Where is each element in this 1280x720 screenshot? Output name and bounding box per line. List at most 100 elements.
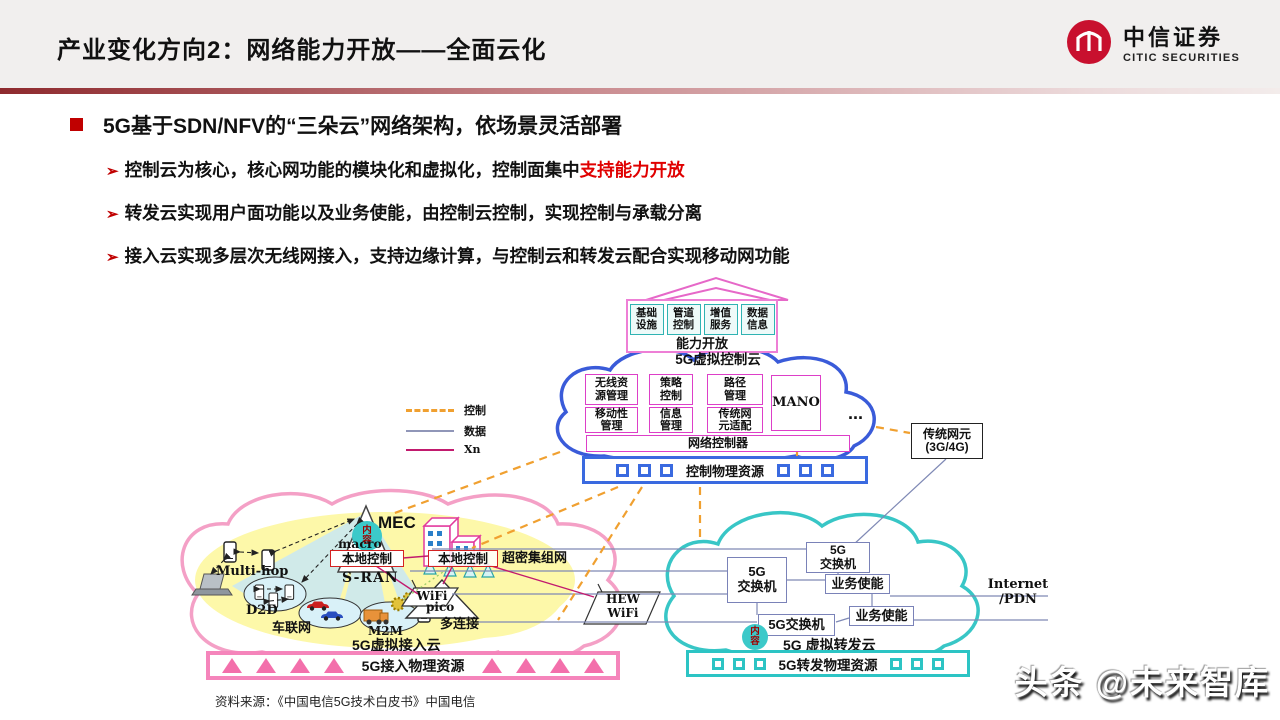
macro-label: macro (338, 536, 382, 551)
truck-icon (363, 609, 389, 625)
legend-data: 数据 (406, 423, 486, 439)
bullet-square-icon (70, 118, 83, 131)
switch-box-main: 5G 交换机 (727, 557, 787, 603)
resource-triangle-icon (255, 658, 276, 673)
logo-cn: 中信证券 (1123, 25, 1224, 50)
switch-box-top: 5G 交换机 (806, 542, 870, 573)
d2d-label: D2D (246, 603, 278, 618)
dense-network-label: 超密集组网 (502, 550, 568, 565)
access-physical-resource-bar: 5G接入物理资源 (206, 651, 620, 680)
legend-control: 控制 (406, 402, 486, 418)
content-cache-badge: 内 容 (352, 521, 382, 551)
forward-physical-resource-bar: 5G转发物理资源 (686, 650, 970, 677)
capability-item: 基础 设施 (629, 304, 664, 335)
content-cache-badge: 内 容 (742, 624, 768, 650)
bullet-item-1: ➢ 控制云为核心，核心网功能的模块化和虚拟化，控制面集中支持能力开放 (106, 157, 685, 182)
header-bar: 产业变化方向2：网络能力开放——全面云化 中信证券 CITIC SECURITI… (0, 0, 1280, 88)
resource-triangle-icon (289, 658, 310, 673)
resource-square-icon (637, 463, 651, 477)
module-box-policy: 策略 控制 (649, 374, 693, 405)
backhaul-dotted-line (403, 562, 457, 600)
hew-parallelogram (583, 591, 661, 625)
multihop-label: Multi-hop (216, 564, 289, 579)
mec-label: MEC (378, 513, 416, 532)
dashed-line-sample (406, 408, 454, 412)
resource-square-icon (733, 657, 746, 670)
antenna-icon (597, 583, 603, 593)
resource-square-icon (889, 657, 902, 670)
capability-label: 能力开放 (675, 336, 728, 351)
access-cloud-title: 5G虚拟接入云 (352, 637, 441, 653)
resource-square-icon (821, 463, 834, 477)
phone-icon (223, 541, 237, 563)
resource-square-icon (910, 657, 923, 670)
legend-data-label: 数据 (464, 426, 486, 438)
building-window-icon (428, 531, 468, 550)
solid-line-sample (406, 448, 454, 451)
citic-logo-icon (1067, 20, 1111, 64)
module-box-mobility: 移动性 管理 (585, 407, 638, 433)
legend-xn-label: Xn (464, 443, 481, 456)
resource-triangle-icon (221, 658, 242, 673)
module-box-info: 信息 管理 (649, 407, 693, 433)
resource-square-icon (931, 657, 944, 670)
resource-triangle-icon (516, 658, 537, 673)
local-control-box-dense: 本地控制 (428, 550, 498, 567)
ellipsis-label: ... (848, 403, 864, 423)
mano-box: MANO (771, 375, 821, 431)
resource-square-icon (615, 463, 629, 477)
citic-logo-text: 中信证券 CITIC SECURITIES (1123, 20, 1240, 64)
solid-line-sample (406, 430, 454, 432)
arrow-bullet-icon: ➢ (106, 206, 119, 223)
resource-square-icon (659, 463, 673, 477)
arrow-bullet-icon: ➢ (106, 249, 119, 266)
capability-item: 增值 服务 (703, 304, 738, 335)
access-physical-label: 5G接入物理资源 (361, 657, 465, 674)
antenna-icon (411, 579, 417, 589)
resource-triangle-icon (482, 658, 503, 673)
control-cloud-title: 5G虚拟控制云 (675, 352, 761, 367)
bullet-item-2: ➢ 转发云实现用户面功能以及业务使能，由控制云控制，实现控制与承载分离 (106, 200, 702, 225)
bullet-heading: 5G基于SDN/NFV的“三朵云”网络架构，依场景灵活部署 (103, 115, 623, 138)
page-title: 产业变化方向2：网络能力开放——全面云化 (57, 37, 547, 64)
logo-en: CITIC SECURITIES (1123, 52, 1240, 64)
pico-label: pico (426, 600, 455, 614)
bullet-item-1-highlight: 支持能力开放 (579, 160, 685, 180)
local-control-box-macro: 本地控制 (330, 550, 404, 567)
control-physical-label: 控制物理资源 (685, 463, 764, 479)
multiconn-label: 多连接 (440, 616, 480, 631)
iov-label: 车联网 (272, 620, 312, 635)
sran-label: S-RAN (342, 570, 399, 586)
switch-box-bottom: 5G交换机 (758, 614, 835, 636)
arrow-bullet-icon: ➢ (106, 163, 119, 180)
link-arrow (210, 516, 364, 606)
internet-pdn-label: Internet /PDN (987, 577, 1049, 607)
service-enable-box-1: 业务使能 (825, 574, 890, 594)
m2m-label: M2M (368, 624, 403, 638)
network-controller-box: 网络控制器 (586, 435, 850, 452)
legend-control-label: 控制 (464, 405, 486, 417)
resource-triangle-icon (550, 658, 571, 673)
resource-square-icon (712, 657, 725, 670)
source-note: 资料来源：《中国电信5G技术白皮书》中国电信 (215, 695, 476, 709)
resource-square-icon (777, 463, 790, 477)
forward-physical-label: 5G转发物理资源 (778, 657, 878, 673)
service-enable-box-2: 业务使能 (849, 606, 914, 626)
legend-xn: Xn (406, 443, 481, 456)
resource-square-icon (799, 463, 812, 477)
control-physical-resource-bar: 控制物理资源 (582, 456, 868, 484)
module-box-rrm: 无线资 源管理 (585, 374, 638, 405)
watermark: 头条 @未来智库 (1014, 664, 1270, 701)
phone-icon (284, 584, 295, 600)
capability-item: 管道 控制 (666, 304, 701, 335)
module-box-path: 路径 管理 (707, 374, 763, 405)
bullet-item-1-text: 控制云为核心，核心网功能的模块化和虚拟化，控制面集中 (124, 160, 580, 180)
bullet-item-2-text: 转发云实现用户面功能以及业务使能，由控制云控制，实现控制与承载分离 (124, 203, 703, 223)
citic-logo: 中信证券 CITIC SECURITIES (1065, 18, 1240, 66)
up-arrow-icon (645, 276, 789, 301)
bullet-item-3-text: 接入云实现多层次无线网接入，支持边缘计算，与控制云和转发云配合实现移动网功能 (124, 246, 790, 266)
bullet-item-3: ➢ 接入云实现多层次无线网接入，支持边缘计算，与控制云和转发云配合实现移动网功能 (106, 243, 790, 268)
legacy-network-box: 传统网元 (3G/4G) (911, 423, 983, 459)
forward-cloud-title: 5G 虚拟转发云 (783, 637, 876, 653)
